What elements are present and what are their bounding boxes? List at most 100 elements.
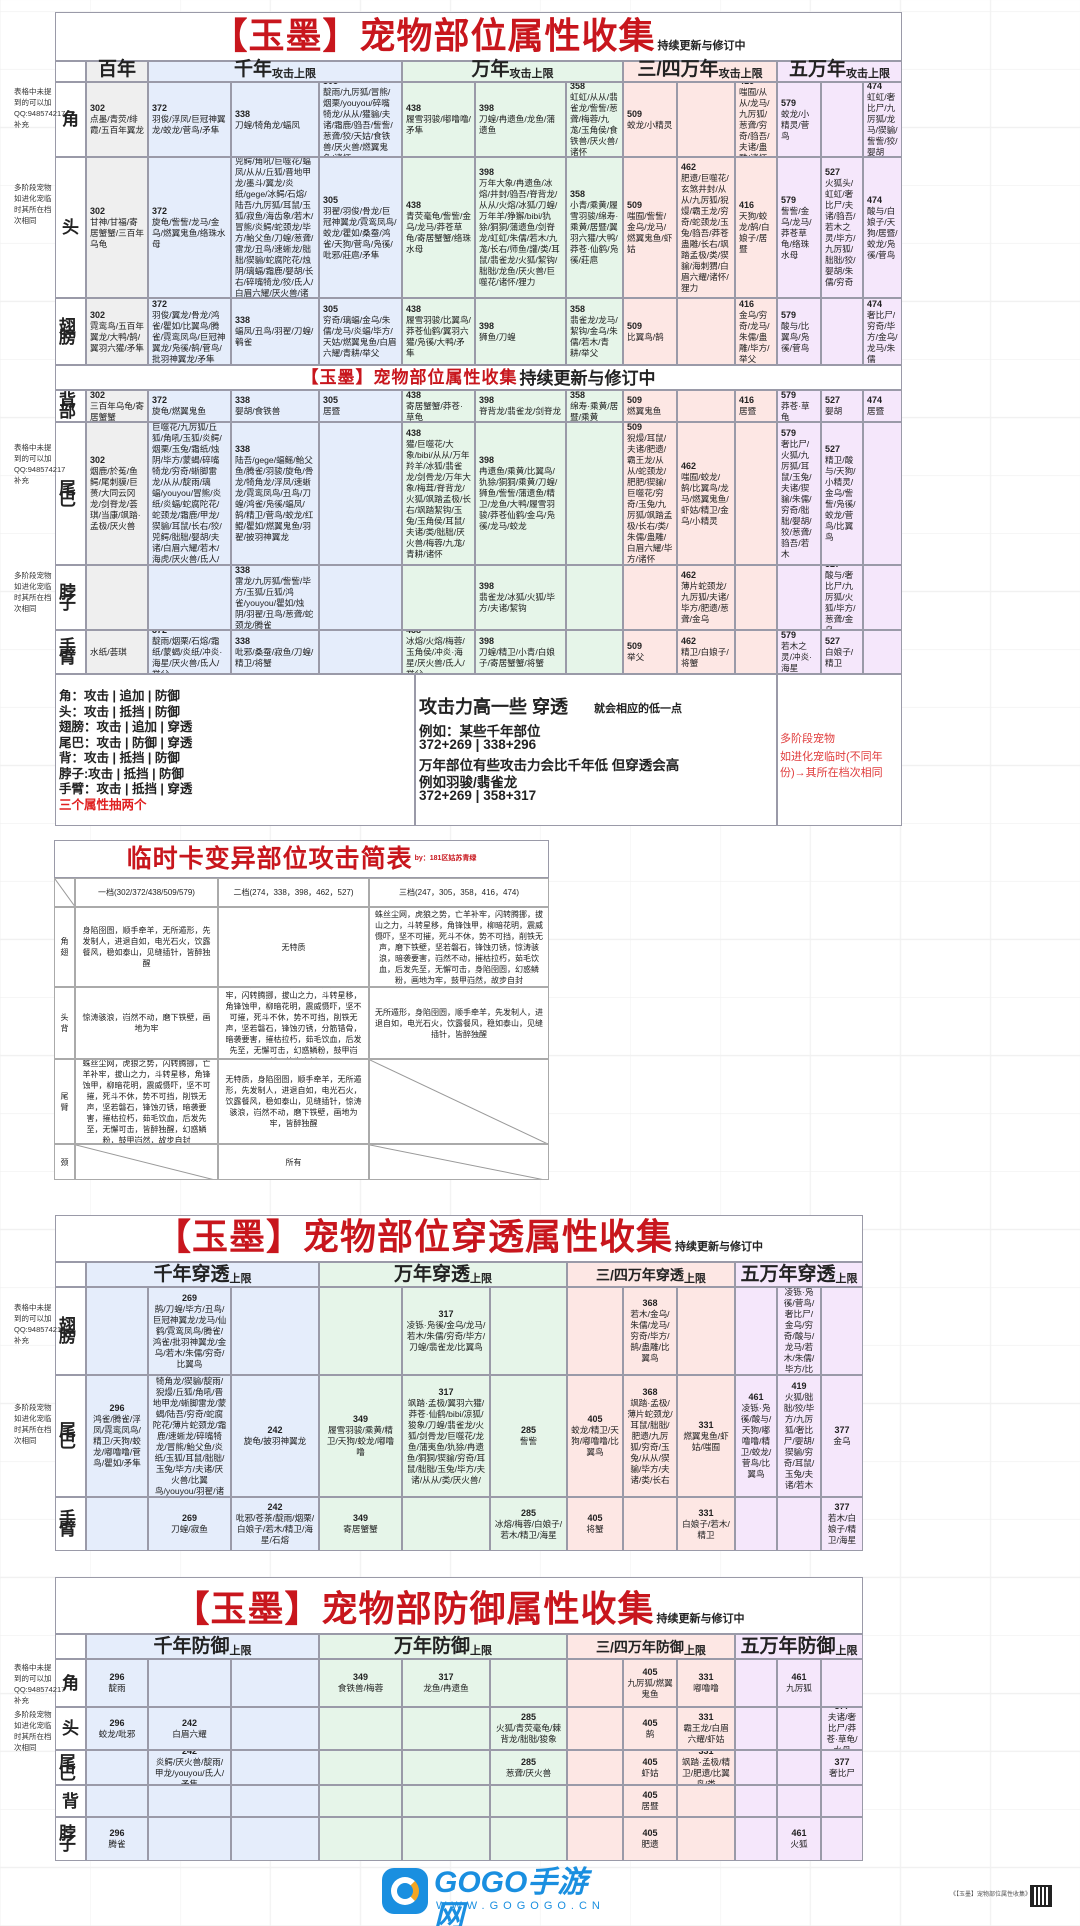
table-subtitle: 持续更新与修订中 bbox=[657, 40, 746, 52]
cell-pets: 嗤囿/从从/龙马/九厉狐/葱聋/穷奇/驺吾/夫诸/蛊雕/诸怀 bbox=[739, 86, 770, 157]
row-part-label: 角 bbox=[55, 82, 86, 157]
cell-value: 579 bbox=[781, 194, 797, 205]
cell-pets: 犄角龙/猰貐/靛雨/猊熳/丘狐/角吼/晋地甲龙/蜥脚雷龙/蒙蝎/陆吾/穷奇/蛇腐… bbox=[152, 1375, 227, 1496]
cell-value: 372 bbox=[152, 395, 168, 405]
cell-value: 349 bbox=[352, 1414, 369, 1424]
table-cell bbox=[402, 1750, 490, 1785]
gogo-logo-icon bbox=[382, 1868, 428, 1914]
cell-value: 398 bbox=[479, 103, 495, 113]
cell-value: 302 bbox=[90, 455, 106, 465]
table-cell bbox=[735, 1750, 777, 1785]
cell-value: 305 bbox=[323, 304, 339, 314]
cell-value: 331 bbox=[698, 1712, 714, 1722]
table-cell bbox=[735, 1707, 777, 1750]
table-cell bbox=[86, 565, 148, 630]
cell-pets: 青荧毫龟/訾訾/金乌/龙马/莽苍草龟/寄居蟹蟹/络珠水母 bbox=[406, 211, 471, 254]
cell-value: 285 bbox=[520, 1756, 537, 1767]
table-cell: 所有 bbox=[218, 1144, 369, 1180]
table-cell bbox=[863, 630, 902, 674]
cell-value: 509 bbox=[627, 200, 643, 210]
cell-value: 579 bbox=[781, 427, 797, 438]
cell-pets: 凌铄·凫徯/菅鸟/奢比尸/金乌/穷奇/酸与/龙马/若木/朱儒/毕方/比翼鸟 bbox=[783, 1287, 815, 1374]
cell-value: 461 bbox=[748, 1392, 764, 1402]
cell-value: 358 bbox=[570, 189, 586, 199]
penetration-title-band: 【玉墨】宠物部位穿透属性收集持续更新与修订中 bbox=[55, 1215, 863, 1262]
table-cell bbox=[148, 1817, 231, 1861]
cell-pets: 精卫/酸与/天狗/小精灵/金乌/訾訾/凫徯/蛟龙/菅鸟/比翼鸟 bbox=[825, 455, 856, 542]
table-cell bbox=[231, 1707, 319, 1750]
cell-pets: 鸿雀/腾雀/浮凤/霓鸾凤鸟/精卫/天狗/蛟龙/嘟噜噜/菅鸟/瞿如/矛隼 bbox=[93, 1414, 141, 1468]
table-cell bbox=[319, 1817, 402, 1861]
table-cell bbox=[86, 1497, 148, 1551]
cell-pets: 火狐/青荧毫龟/棘背龙/朏朏/狻象 bbox=[496, 1723, 561, 1744]
red-note-line: 如进化宠临时(不同年份)→其所在档次相同 bbox=[780, 751, 883, 779]
side-note: 表格中未提到的可以加QQ:948574217补充 bbox=[12, 440, 65, 510]
cell-value: 405 bbox=[642, 1828, 658, 1838]
qr-caption: 《【玉墨】宠物部位属性收集》 bbox=[950, 1892, 1032, 1898]
cell-value: 509 bbox=[627, 320, 643, 331]
table-cell: 水纸/荟琪 bbox=[86, 630, 148, 674]
cell-pets: 奢比尸/火狐/九厉狐/耳鼠/玉兔/夫诸/猰貐/朱儒/穷奇/朏朏/婴胡/狡/葱聋/… bbox=[781, 438, 812, 559]
cell-value: 398 bbox=[479, 455, 495, 465]
cell-pets: 酸与/奢比尸/九厉狐/火狐/毕方/葱聋/金乌 bbox=[825, 570, 856, 630]
tier-label: 千年穿透 bbox=[153, 1264, 230, 1285]
row-part-label: 尾巴 bbox=[55, 1750, 86, 1785]
table-cell bbox=[319, 630, 402, 674]
notes-line: 例如：某些千年部位 bbox=[419, 724, 541, 739]
attribute-note-red: 三个属性抽两个 bbox=[59, 798, 147, 812]
cell-pets: 烟鹿/於菟/鱼鳄/尾刺貘/巨蒉/大同云冈龙/剑脊龙/荟琪/当康/飒踏·孟极/厌火… bbox=[90, 466, 141, 531]
cell-pets: 履雪羽骏/嘟噜噜/矛隼 bbox=[406, 114, 471, 135]
cell-pets: 九厉狐 bbox=[786, 1683, 812, 1693]
cell-pets: 嘟噜噜 bbox=[693, 1683, 719, 1693]
cell-pets: 火狐 bbox=[790, 1839, 808, 1849]
cell-pets: 火狐头/虹虹/奢比尸/夫诸/驺吾/若木之灵/毕方/九厉狐/朏朏/狡/婴胡/朱儒/… bbox=[825, 178, 856, 287]
cell-value: 474 bbox=[867, 82, 883, 91]
tier-header: 百年 bbox=[86, 60, 148, 82]
cell-value: 331 bbox=[698, 1750, 714, 1756]
cell-value: 377 bbox=[834, 1425, 850, 1435]
tier-header: 三档(247，305，358，416，474) bbox=[369, 878, 549, 907]
tier-header-label: 三档(247，305，358，416，474) bbox=[398, 888, 520, 897]
tier-label: 万年防御 bbox=[393, 1636, 470, 1657]
tier-header-label: 一档(302/372/438/509/579) bbox=[98, 888, 195, 897]
cell-traits: 惊涛骇浪，岿然不动，磨下铁壁，画地为牢 bbox=[82, 1013, 211, 1033]
cell-pets: 奢比尸 bbox=[829, 1767, 855, 1778]
tier-sub: 攻击上限 bbox=[846, 68, 890, 80]
part-name: 角 bbox=[62, 1673, 79, 1693]
table-cell bbox=[75, 1144, 218, 1180]
gogo-logo-text: GOGO手游网 bbox=[434, 1866, 588, 1926]
cell-value: 296 bbox=[109, 1828, 125, 1838]
table-cell bbox=[86, 1750, 148, 1785]
cell-pets: 羽俊/浮凤/巨冠神翼龙/蛟龙/菅鸟/矛隼 bbox=[152, 114, 226, 135]
row-part-label: 背 bbox=[55, 1785, 86, 1817]
cell-pets: 猊熳/耳鼠/夫诸/肥遗/霸王龙/从从/蛇颈龙/肥肥/猰貐/巨噬花/穷奇/玉兔/九… bbox=[627, 433, 673, 564]
cell-pets: 旋龟/燃翼鬼鱼 bbox=[152, 406, 206, 416]
cell-value: 377 bbox=[834, 1756, 850, 1767]
table-cell bbox=[777, 565, 821, 630]
table-cell bbox=[623, 565, 677, 630]
table-cell bbox=[566, 630, 623, 674]
cell-value: 579 bbox=[781, 630, 797, 640]
cell-pets: 居暨 bbox=[739, 406, 757, 416]
